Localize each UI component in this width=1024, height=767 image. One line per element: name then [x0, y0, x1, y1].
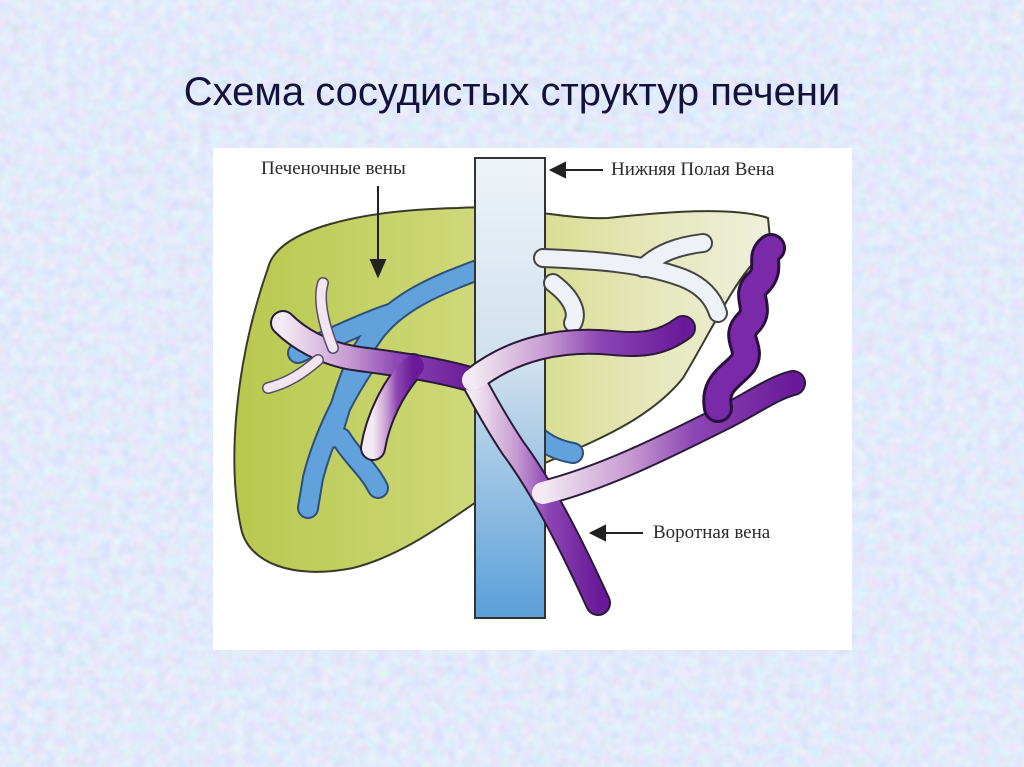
portal-vein-system [262, 277, 806, 616]
label-arrows [369, 161, 643, 542]
liver-diagram: Печеночные вены Нижняя Полая Вена Воротн… [213, 148, 852, 650]
coiled-vessel [702, 233, 786, 423]
portal-vein-label: Воротная вена [653, 522, 771, 543]
vena-cava-branches [533, 233, 728, 333]
inferior-vena-cava-label: Нижняя Полая Вена [611, 159, 775, 180]
slide-title: Схема сосудистых структур печени [183, 70, 841, 114]
liver-diagram-drawing [233, 157, 806, 619]
inferior-vena-cava [474, 157, 546, 619]
hepatic-veins-label: Печеночные вены [261, 158, 406, 179]
